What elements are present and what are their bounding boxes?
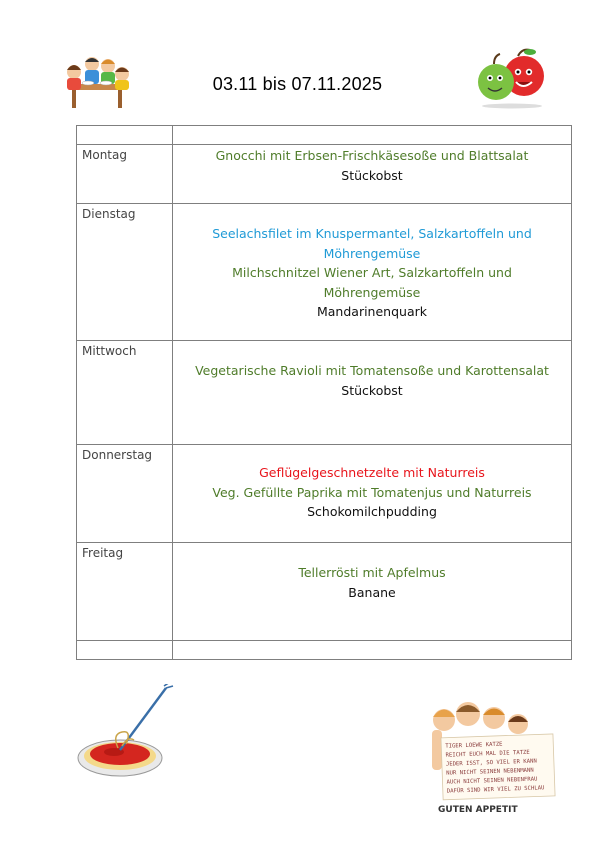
table-row-donnerstag: Donnerstag Geflügelgeschnetzelte mit Nat… (76, 444, 572, 543)
dish-line: Tellerrösti mit Apfelmus (298, 565, 446, 580)
page-title: 03.11 bis 07.11.2025 (212, 74, 383, 94)
table-row-montag: Montag Gnocchi mit Erbsen-Frischkäsesoße… (76, 144, 572, 204)
dish-line: Möhrengemüse (323, 245, 421, 261)
dish-line: Vegetarische Ravioli mit Tomatensoße und… (195, 363, 549, 378)
table-header-dish-cell (172, 125, 572, 145)
table-row-mittwoch: Mittwoch Vegetarische Ravioli mit Tomate… (76, 340, 572, 445)
sign-line: REICHT EUCH MAL DIE TATZE (446, 750, 531, 759)
day-label: Mittwoch (76, 340, 173, 445)
dish-cell: Gnocchi mit Erbsen-Frischkäsesoße und Bl… (172, 144, 572, 204)
dessert-line: Stückobst (341, 382, 403, 398)
apples-illustration (478, 48, 544, 109)
sign-line: AUCH NICHT SEINEN NEBENFRAU (446, 776, 537, 785)
dessert-line: Mandarinenquark (316, 304, 427, 319)
sign-line: NUR NICHT SEINEN NEBENMANN (446, 768, 534, 777)
dish-line: Geflügelgeschnetzelte mit Naturreis (259, 465, 485, 480)
table-header-row (76, 125, 572, 145)
sign-line: JEDER ISST, SO VIEL ER KANN (446, 759, 537, 768)
table-footer-day-cell (76, 640, 173, 660)
table-footer-dish-cell (172, 640, 572, 660)
dessert-line: Banane (348, 584, 396, 600)
dish-line: Seelachsfilet im Knuspermantel, Salzkart… (212, 226, 532, 241)
dish-line: Veg. Gefüllte Paprika mit Tomatenjus und… (212, 484, 532, 500)
day-label: Donnerstag (76, 444, 173, 543)
dish-cell: Seelachsfilet im Knuspermantel, Salzkart… (172, 203, 572, 341)
dish-cell: Geflügelgeschnetzelte mit Naturreis Veg.… (172, 444, 572, 543)
table-footer-row (76, 640, 572, 660)
table-row-dienstag: Dienstag Seelachsfilet im Knuspermantel,… (76, 203, 572, 341)
day-label: Dienstag (76, 203, 173, 341)
dish-cell: Vegetarische Ravioli mit Tomatensoße und… (172, 340, 572, 445)
day-label: Montag (76, 144, 173, 204)
kids-eating-illustration (67, 57, 129, 108)
dessert-line: Stückobst (341, 167, 403, 183)
dish-line: Möhrengemüse (323, 284, 421, 300)
sign-footer: GUTEN APPETIT (438, 805, 518, 815)
sign-line: DAFÜR SIND WIR VIEL ZU SCHLAU (447, 784, 545, 794)
table-header-day-cell (76, 125, 173, 145)
table-row-freitag: Freitag Tellerrösti mit Apfelmus Banane (76, 542, 572, 641)
sign-line: TIGER LOEWE KATZE (445, 742, 503, 750)
dish-cell: Tellerrösti mit Apfelmus Banane (172, 542, 572, 641)
weekly-menu-table: Montag Gnocchi mit Erbsen-Frischkäsesoße… (76, 125, 572, 660)
dessert-line: Schokomilchpudding (307, 504, 437, 519)
spaghetti-plate-illustration (77, 684, 174, 777)
guten-appetit-sign-illustration: TIGER LOEWE KATZE REICHT EUCH MAL DIE TA… (432, 702, 556, 815)
dish-line: Gnocchi mit Erbsen-Frischkäsesoße und Bl… (215, 148, 529, 163)
dish-line: Milchschnitzel Wiener Art, Salzkartoffel… (232, 265, 512, 280)
day-label: Freitag (76, 542, 173, 641)
